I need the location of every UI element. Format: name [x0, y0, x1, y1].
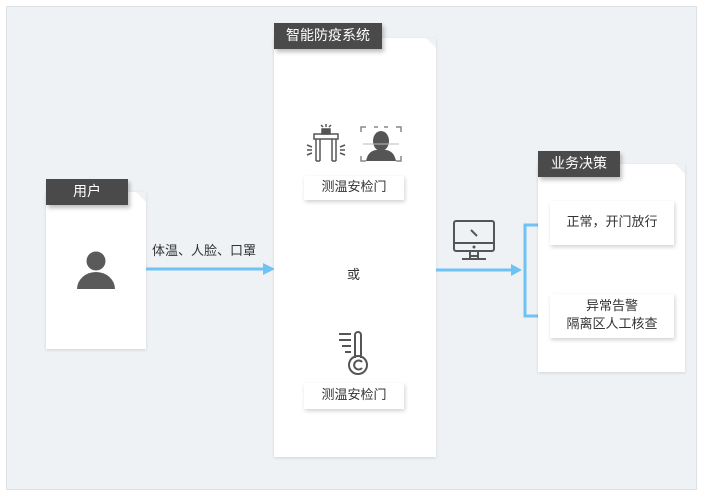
user-title: 用户: [46, 179, 128, 205]
arrow-system-to-decision: [436, 223, 550, 318]
option1-label: 测温安检门: [304, 176, 404, 200]
security-gate-icon: [306, 124, 346, 162]
flow-label: 体温、人脸、口罩: [152, 244, 257, 259]
thermometer-icon: [339, 331, 368, 375]
decision-title: 业务决策: [538, 151, 620, 177]
decision-card: [538, 164, 685, 372]
system-title: 智能防疫系统: [274, 23, 382, 49]
outcome-normal-text: 正常，开门放行: [566, 215, 658, 230]
option2-label: 测温安检门: [304, 383, 404, 409]
outcome-normal: 正常，开门放行: [550, 201, 674, 245]
arrow-user-to-system: [146, 263, 275, 275]
outcome-abnormal-line1: 异常告警: [585, 299, 638, 314]
person-icon: [77, 251, 115, 289]
face-scan-icon: [360, 126, 402, 162]
monitor-icon: [453, 220, 495, 260]
or-text: 或: [347, 268, 361, 283]
outcome-abnormal-line2: 隔离区人工核查: [566, 317, 658, 332]
outcome-abnormal: 异常告警 隔离区人工核查: [550, 294, 674, 338]
